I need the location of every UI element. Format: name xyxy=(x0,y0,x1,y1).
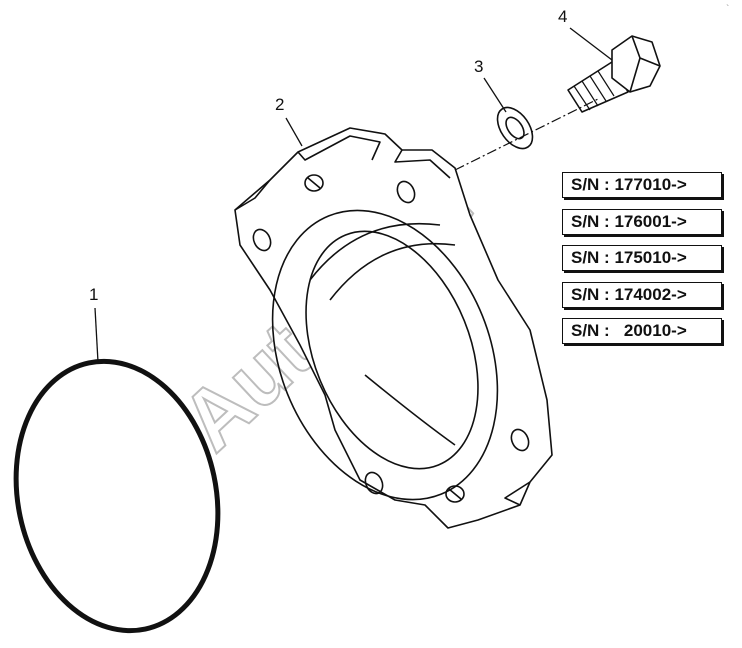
assembly-axis-line xyxy=(454,97,601,171)
leader-lines xyxy=(94,27,613,363)
callout-3: 3 xyxy=(474,57,483,76)
serial-number-label: S/N : 174002-> xyxy=(562,282,722,308)
callout-2: 2 xyxy=(275,95,284,114)
callout-1: 1 xyxy=(89,285,98,304)
o-ring-part-1 xyxy=(13,358,221,634)
washer-part-3 xyxy=(496,106,534,150)
serial-number-label: S/N : 177010-> xyxy=(562,172,722,198)
serial-number-label: S/N : 20010-> xyxy=(562,318,722,344)
corner-mark: ` xyxy=(726,3,729,15)
serial-number-label: S/N : 175010-> xyxy=(562,245,722,271)
serial-number-list: S/N : 177010-> S/N : 176001-> S/N : 1750… xyxy=(562,172,732,352)
flange-housing-part-2 xyxy=(234,127,553,529)
bolt-part-4 xyxy=(567,35,661,113)
serial-number-label: S/N : 176001-> xyxy=(562,209,722,235)
callout-4: 4 xyxy=(558,7,567,26)
